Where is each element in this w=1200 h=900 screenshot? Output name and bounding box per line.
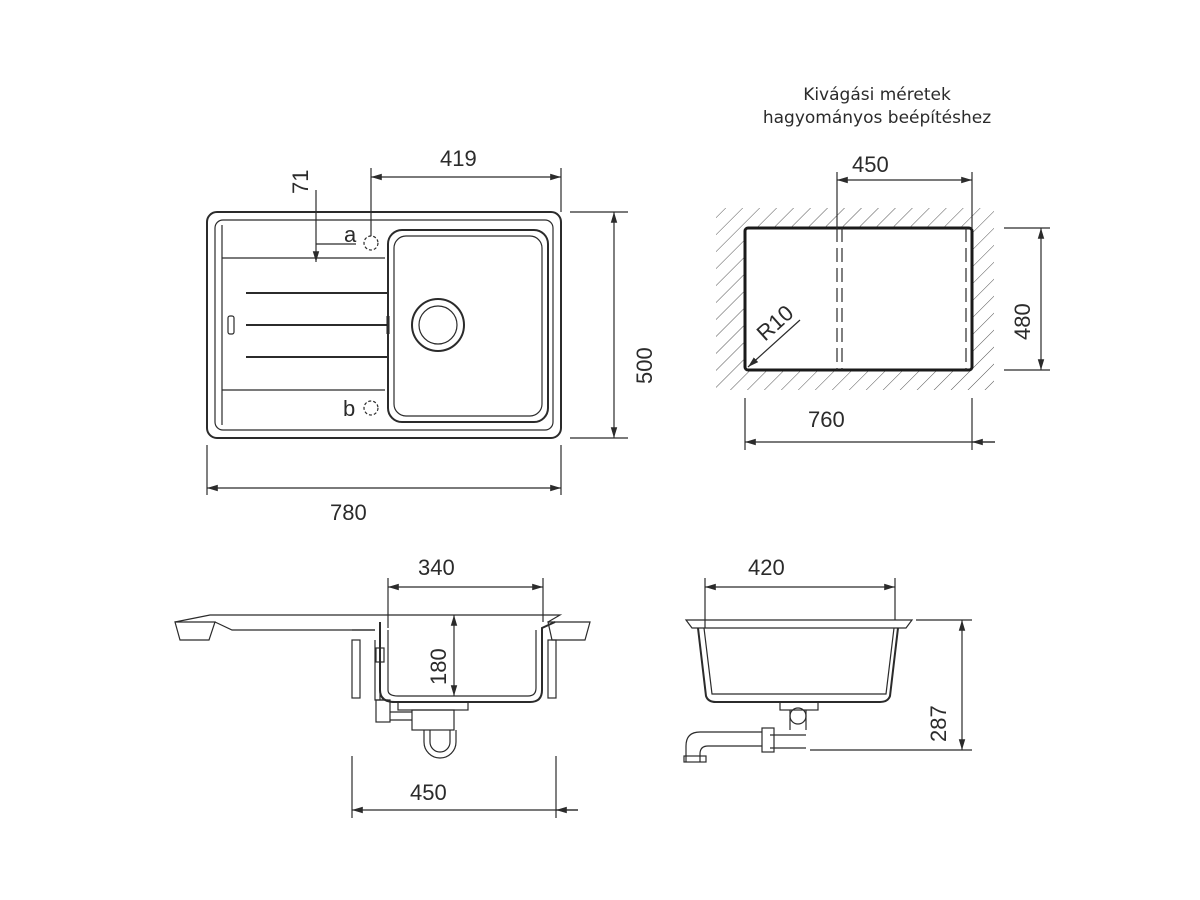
drain-fitting (411, 709, 455, 731)
cutout-view: Kivágási méretek hagyományos beépítéshez… (716, 85, 1050, 450)
cutout-caption-line1: Kivágási méretek (803, 85, 951, 105)
dim-radius: R10 (752, 300, 799, 346)
dim-side-height: 287 (926, 705, 951, 742)
dim-width: 780 (330, 500, 367, 525)
countertop-hatching (716, 208, 994, 390)
sink-outline (206, 211, 562, 439)
label-b: b (343, 396, 355, 421)
dim-front-bowl-width: 340 (418, 555, 455, 580)
countertop-left (174, 621, 216, 641)
label-a: a (344, 222, 357, 247)
front-section: 340 180 450 (174, 555, 591, 818)
dim-drainer-offset: 71 (288, 170, 313, 194)
dim-side-bowl-width: 420 (748, 555, 785, 580)
side-bowl-profile (697, 627, 899, 703)
side-section: 420 287 (683, 555, 972, 763)
sink-inner-rim (214, 219, 554, 431)
tap-hole-b (363, 400, 379, 416)
overflow-slot (227, 315, 235, 335)
cabinet-wall-right (547, 639, 557, 699)
drainer-edges (222, 257, 385, 391)
sink-bowl (387, 229, 549, 423)
drain-outer (411, 298, 465, 352)
trap-pipe (685, 731, 762, 762)
cutout-caption-line2: hagyományos beépítéshez (763, 108, 991, 128)
tap-hole-a (363, 235, 379, 251)
dim-bowl-depth: 180 (426, 648, 451, 685)
drain-inner (418, 305, 458, 345)
dim-cutout-inner: 450 (852, 152, 889, 177)
dim-cutout-width: 760 (808, 407, 845, 432)
dim-cabinet: 450 (410, 780, 447, 805)
cabinet-wall-left (351, 639, 361, 699)
bowl-profile (379, 621, 556, 703)
countertop-right (547, 621, 591, 641)
dim-height: 500 (632, 347, 657, 384)
cutout-outline (743, 226, 974, 372)
side-rim (684, 619, 914, 629)
top-view: a b 419 71 500 780 (206, 146, 657, 525)
dim-bowl-width: 419 (440, 146, 477, 171)
dim-cutout-height: 480 (1010, 303, 1035, 340)
